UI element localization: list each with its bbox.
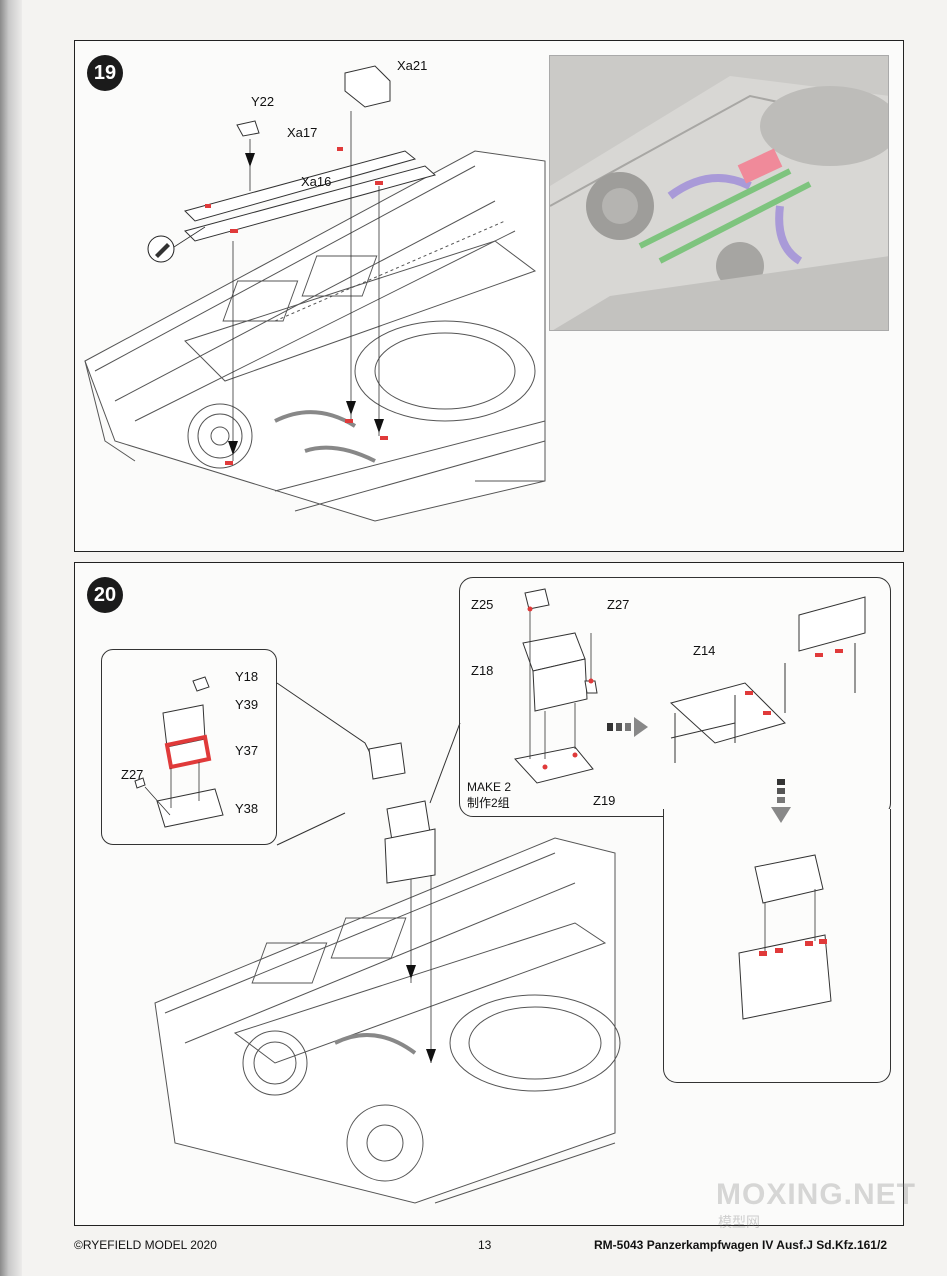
footer-model-name: RM-5043 Panzerkampfwagen IV Ausf.J Sd.Kf… xyxy=(594,1238,887,1252)
step-number-badge: 19 xyxy=(87,55,123,91)
make-note-zh: 制作2组 xyxy=(467,796,510,810)
arrow-right-dashed-icon xyxy=(607,717,648,737)
make-note-en: MAKE 2 xyxy=(467,780,512,794)
step-19-reference-render xyxy=(549,55,889,331)
part-label-y38: Y38 xyxy=(235,801,259,816)
make-quantity-note: MAKE 2 制作2组 xyxy=(467,779,511,811)
step-20-panel: 20 xyxy=(74,562,904,1226)
watermark-logo: MOXING.NET xyxy=(716,1178,917,1211)
part-label-z14: Z14 xyxy=(693,643,716,658)
part-label-y37: Y37 xyxy=(235,743,259,758)
footer-copyright: ©RYEFIELD MODEL 2020 xyxy=(74,1238,217,1252)
step-19-hull-drawing xyxy=(84,65,546,522)
part-label-y39: Y39 xyxy=(235,697,259,712)
arrow-down-dashed-icon xyxy=(771,779,791,823)
step-20-drawing xyxy=(134,588,866,1204)
part-label-z18: Z18 xyxy=(471,663,494,678)
step-number-badge: 20 xyxy=(87,577,123,613)
part-label-xa17: Xa17 xyxy=(287,125,318,140)
book-spine-shadow xyxy=(0,0,22,1276)
part-label-z19: Z19 xyxy=(593,793,616,808)
part-label-z25: Z25 xyxy=(471,597,494,612)
step-19-panel: 19 xyxy=(74,40,904,552)
part-label-z27: Z27 xyxy=(121,767,144,782)
part-label-xa16: Xa16 xyxy=(301,174,332,189)
part-label-y18: Y18 xyxy=(235,669,259,684)
watermark-sub: 模型网 xyxy=(718,1214,760,1230)
part-label-z27: Z27 xyxy=(607,597,630,612)
footer-page-number: 13 xyxy=(478,1238,492,1252)
part-label-xa21: Xa21 xyxy=(397,58,428,73)
part-label-y22: Y22 xyxy=(251,94,275,109)
